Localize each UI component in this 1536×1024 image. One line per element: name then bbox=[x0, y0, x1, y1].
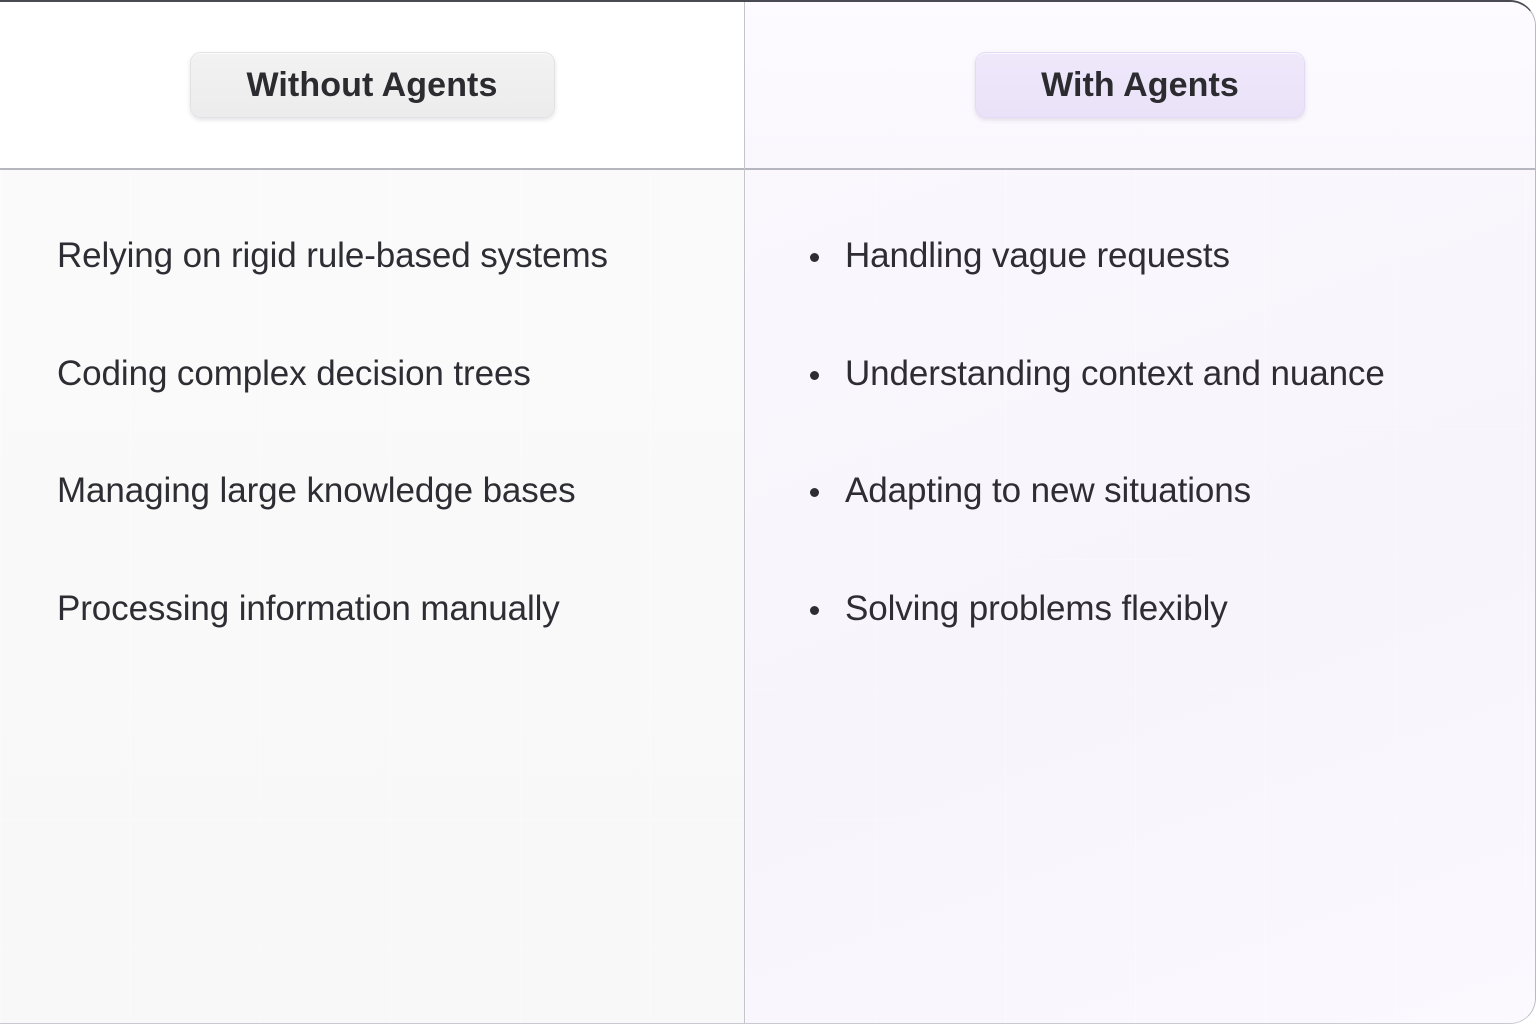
list-item: Processing information manually bbox=[57, 581, 700, 637]
item-list-with-agents: Handling vague requests Understanding co… bbox=[745, 170, 1535, 637]
column-without-agents: Without Agents Relying on rigid rule-bas… bbox=[0, 2, 745, 1023]
bullet-icon bbox=[810, 370, 819, 380]
header-badge-without-agents: Without Agents bbox=[189, 52, 555, 118]
list-item-text: Handling vague requests bbox=[845, 236, 1230, 275]
bullet-icon bbox=[810, 605, 819, 615]
list-item: Handling vague requests bbox=[778, 228, 1495, 284]
list-item-text: Managing large knowledge bases bbox=[57, 471, 576, 511]
list-item-text: Relying on rigid rule-based systems bbox=[57, 236, 608, 275]
list-item: Coding complex decision trees bbox=[57, 346, 700, 402]
list-item-text: Solving problems flexibly bbox=[845, 588, 1228, 628]
header-badge-with-agents: With Agents bbox=[975, 52, 1305, 118]
list-item: Relying on rigid rule-based systems bbox=[57, 228, 700, 284]
list-item: Solving problems flexibly bbox=[778, 581, 1495, 637]
list-item: Adapting to new situations bbox=[778, 463, 1495, 519]
column-body-with-agents: Handling vague requests Understanding co… bbox=[745, 170, 1535, 1023]
list-item: Understanding context and nuance bbox=[778, 346, 1495, 402]
item-list-without-agents: Relying on rigid rule-based systems Codi… bbox=[0, 170, 744, 637]
list-item-text: Adapting to new situations bbox=[845, 471, 1252, 511]
bullet-icon bbox=[810, 488, 819, 498]
column-header-without-agents: Without Agents bbox=[0, 2, 744, 170]
column-header-with-agents: With Agents bbox=[745, 2, 1535, 170]
list-item-text: Coding complex decision trees bbox=[57, 353, 531, 393]
bullet-icon bbox=[810, 253, 819, 262]
column-body-without-agents: Relying on rigid rule-based systems Codi… bbox=[0, 170, 744, 1023]
list-item-text: Processing information manually bbox=[57, 588, 560, 628]
column-with-agents: With Agents Handling vague requests Unde… bbox=[745, 2, 1535, 1023]
list-item-text: Understanding context and nuance bbox=[845, 353, 1385, 393]
list-item: Managing large knowledge bases bbox=[57, 463, 700, 519]
